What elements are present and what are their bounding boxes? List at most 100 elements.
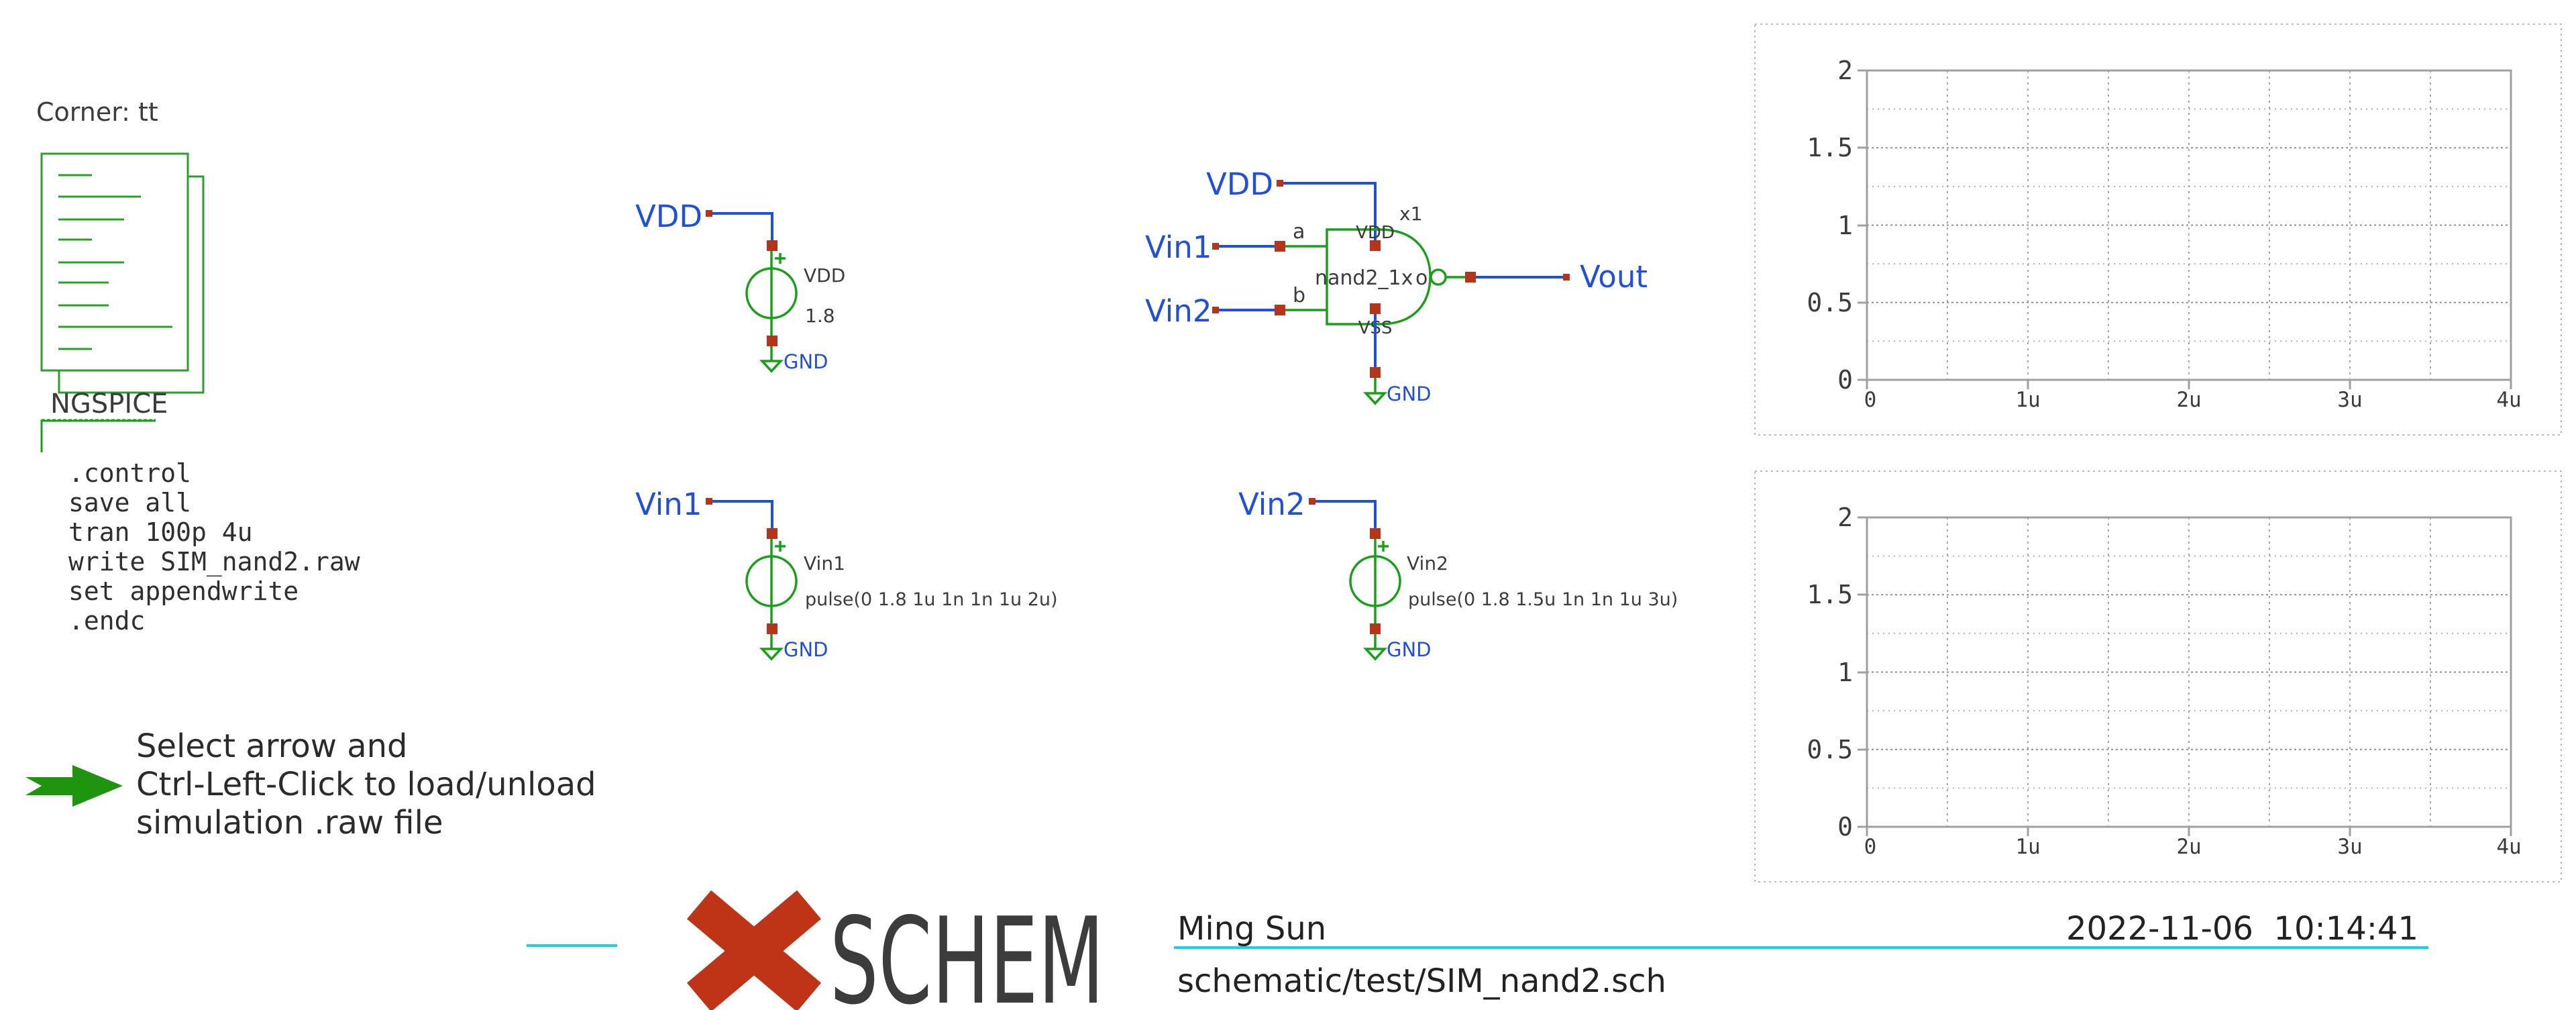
gate-pin-vss[interactable] <box>1370 303 1381 314</box>
note-line: Select arrow and <box>136 727 408 765</box>
source-plus-pin[interactable] <box>767 240 777 251</box>
plus-sign-icon <box>775 541 786 552</box>
x-tick: 2u <box>2176 835 2201 859</box>
wire[interactable] <box>1316 500 1377 528</box>
datetime: 2022-11-06 10:14:41 <box>2066 910 2418 948</box>
vin1-voltage-source[interactable]: Vin1 Vin1 pulse(0 1.8 1u 1n 1n 1u 2u) GN… <box>635 487 1058 661</box>
code-line: set appendwrite <box>68 576 299 606</box>
y-tick: 0 <box>1837 365 1853 395</box>
graph-y-axis-labels: 2 1.5 1 0.5 0 <box>1807 503 1853 842</box>
x-tick: 2u <box>2176 388 2201 412</box>
source-minus-pin[interactable] <box>767 336 777 346</box>
graph-frame[interactable] <box>1866 69 2512 381</box>
graph-x-axis-labels: 0 1u 2u 3u 4u <box>1864 835 2522 859</box>
gnd-symbol[interactable] <box>1362 392 1388 405</box>
load-raw-note: Select arrow and Ctrl-Left-Click to load… <box>25 727 596 842</box>
gate-pin-o-label: o <box>1415 266 1428 290</box>
gate-pin-o[interactable] <box>1465 272 1476 283</box>
x-tick: 1u <box>2015 835 2040 859</box>
x-tick: 3u <box>2337 835 2362 859</box>
source-plus-pin[interactable] <box>1370 528 1381 539</box>
graph-border <box>1754 23 2562 436</box>
gate-pin-vdd[interactable] <box>1370 240 1381 251</box>
source-minus-pin[interactable] <box>1370 623 1381 634</box>
gnd-label[interactable]: GND <box>784 350 828 373</box>
source-value: pulse(0 1.8 1u 1n 1n 1u 2u) <box>805 589 1058 610</box>
source-value: pulse(0 1.8 1.5u 1n 1n 1u 3u) <box>1408 589 1678 610</box>
code-line: save all <box>68 488 191 517</box>
x-tick: 3u <box>2337 388 2362 412</box>
graph-border <box>1754 470 2562 882</box>
plus-sign-icon <box>1378 541 1389 552</box>
gate-in1-label[interactable]: Vin1 <box>1145 230 1212 265</box>
wire[interactable] <box>712 500 773 528</box>
y-tick: 0.5 <box>1807 735 1853 764</box>
xschem-logo-text: SCHEM <box>830 892 1104 1010</box>
vin2-voltage-source[interactable]: Vin2 Vin2 pulse(0 1.8 1.5u 1n 1n 1u 3u) … <box>1238 487 1678 661</box>
x-tick: 4u <box>2496 388 2521 412</box>
y-tick: 1.5 <box>1807 580 1853 609</box>
waveform-graph-2[interactable]: 2 1.5 1 0.5 0 0 1u 2u 3u 4u <box>1754 470 2562 882</box>
gnd-label[interactable]: GND <box>1387 638 1432 661</box>
x-tick: 1u <box>2015 388 2040 412</box>
sheet-path: schematic/test/SIM_nand2.sch <box>1177 962 1666 1000</box>
source-name: Vin1 <box>804 552 845 574</box>
gnd-symbol[interactable] <box>759 360 784 373</box>
label-pin <box>1563 274 1570 281</box>
code-line: .endc <box>68 606 145 636</box>
y-tick: 2 <box>1837 503 1853 532</box>
gnd-pin[interactable] <box>1370 367 1381 378</box>
source-plus-pin[interactable] <box>767 528 777 539</box>
green-arrow-icon[interactable] <box>25 765 123 807</box>
graph-ticks <box>1858 69 2512 389</box>
x-tick: 4u <box>2496 835 2521 859</box>
label-pin <box>706 498 712 505</box>
net-label-vin1[interactable]: Vin1 <box>635 487 702 522</box>
inversion-bubble-icon <box>1430 268 1447 286</box>
nand-gate-circuit[interactable]: VDD Vin1 Vin2 x1 VDD VSS nand2_1x a b o … <box>1145 166 1648 405</box>
gate-pin-b[interactable] <box>1275 305 1285 315</box>
gate-out-label[interactable]: Vout <box>1580 259 1648 295</box>
vdd-wire[interactable] <box>1283 182 1377 240</box>
source-name: Vin2 <box>1407 552 1448 574</box>
wire[interactable] <box>712 212 773 240</box>
gate-in2-label[interactable]: Vin2 <box>1145 293 1212 329</box>
net-label-vdd[interactable]: VDD <box>635 199 702 234</box>
netlist-document-icon[interactable] <box>40 152 205 394</box>
doc-text-lines <box>58 174 172 350</box>
gate-pin-a-label: a <box>1293 220 1305 244</box>
vdd-voltage-source[interactable]: VDD VDD 1.8 GND <box>635 199 845 373</box>
x-tick: 0 <box>1864 835 1877 859</box>
graph-ticks <box>1858 516 2512 836</box>
note-line: Ctrl-Left-Click to load/unload <box>136 766 596 803</box>
xschem-logo: SCHEM <box>686 890 1104 1010</box>
note-line: simulation .raw file <box>136 804 443 842</box>
ngspice-corner-bracket <box>40 419 156 452</box>
graph-frame[interactable] <box>1866 516 2512 828</box>
gnd-symbol[interactable] <box>759 648 784 661</box>
y-tick: 0 <box>1837 812 1853 842</box>
gate-instance-name: x1 <box>1399 203 1422 225</box>
y-tick: 1 <box>1837 658 1853 687</box>
gnd-label[interactable]: GND <box>1387 383 1432 405</box>
code-line: .control <box>68 458 191 488</box>
x-tick: 0 <box>1864 388 1877 412</box>
label-pin <box>1277 180 1283 187</box>
label-pin <box>1212 307 1219 313</box>
source-minus-pin[interactable] <box>767 623 777 634</box>
graph-grid <box>1867 70 2511 380</box>
gate-vdd-net-label[interactable]: VDD <box>1206 166 1273 202</box>
ngspice-block[interactable]: NGSPICE .control save all tran 100p 4u w… <box>40 389 360 636</box>
net-label-vin2[interactable]: Vin2 <box>1238 487 1305 522</box>
waveform-graph-1[interactable]: 2 1.5 1 0.5 0 0 1u 2u 3u 4u <box>1754 23 2562 436</box>
gate-pin-a[interactable] <box>1275 241 1285 252</box>
graph-grid <box>1867 517 2511 827</box>
y-tick: 1.5 <box>1807 133 1853 162</box>
corner-label: Corner: tt <box>36 97 158 127</box>
y-tick: 2 <box>1837 56 1853 85</box>
gnd-symbol[interactable] <box>1362 648 1388 661</box>
author-name: Ming Sun <box>1177 910 1326 948</box>
gnd-label[interactable]: GND <box>784 638 828 661</box>
code-line: write SIM_nand2.raw <box>68 547 360 577</box>
